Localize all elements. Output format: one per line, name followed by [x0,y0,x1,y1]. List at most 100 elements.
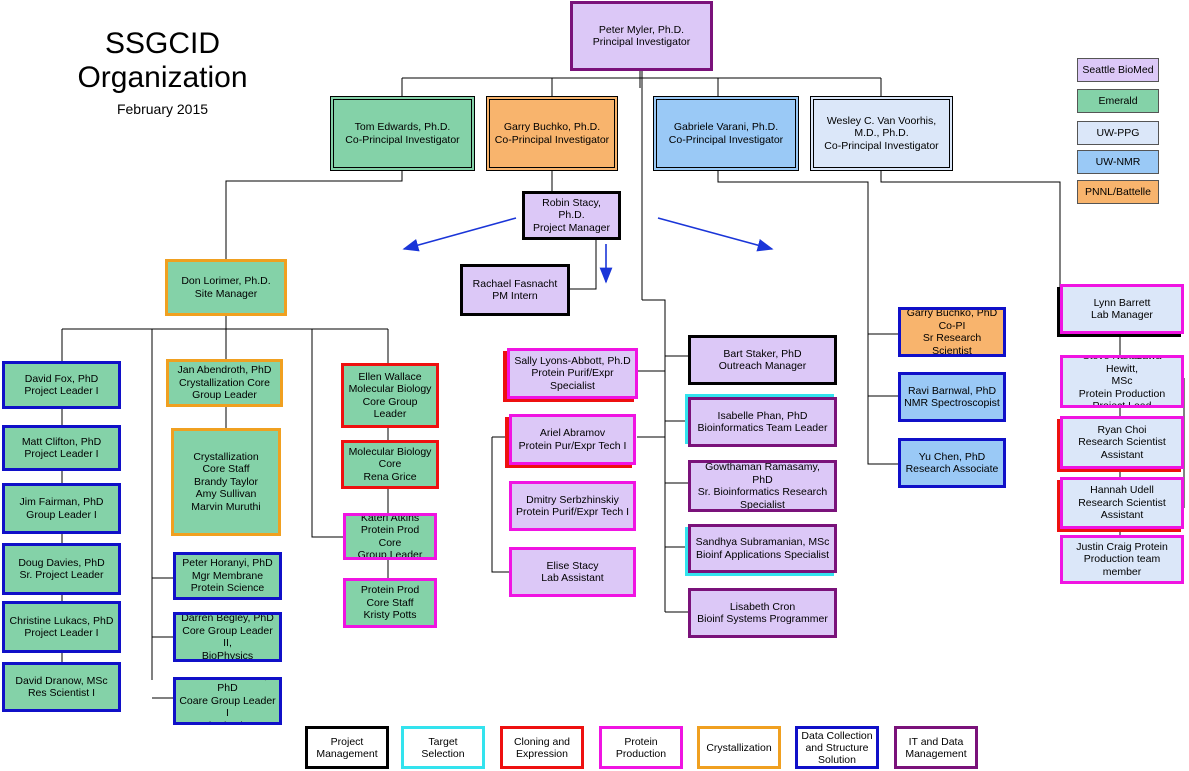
box-text-line: Rachael Fasnacht [472,277,558,290]
box-text-line: Steve Nakazawa Hewitt, [1082,355,1162,375]
box-text-line: NMR Spectroscopist [904,397,1000,409]
box-text-line: Ryan Choi [1097,423,1147,436]
role-legend-item: Cloning and Expression [500,726,584,769]
box-tom-edwards[interactable]: Tom Edwards, Ph.D.Co-Principal Investiga… [330,96,475,171]
box-text-line: Protein Prod [360,584,420,597]
box-text-line: Elise Stacy [546,559,599,572]
box-text-line: Protein Science [190,582,265,595]
box-text-line: Co-Principal Investigator [345,133,460,146]
box-text-line: Kateri Atkins [360,513,420,524]
box-text-line: Lab Assistant [541,572,604,584]
box-garry-buchko-copi[interactable]: Garry Buchko, Ph.D.Co-Principal Investig… [486,96,618,171]
role-legend-item: Project Management [305,726,389,769]
box-text-line: Garry Buchko, Ph.D. [503,121,601,133]
box-text-line: Protein Production [1078,387,1166,400]
box-text-line: Isabelle Phan, PhD [717,409,808,422]
box-text-line: Research Scientist [1078,436,1166,449]
institution-legend-item: UW-NMR [1077,150,1159,174]
box-text-line: M.D., Ph.D. [854,127,909,140]
box-text-line: Rena Grice [363,470,417,483]
title-line-2: Organization [77,61,248,94]
box-text-line: Coare Group Leader I [179,694,276,720]
box-text-line: Bioinf Systems Programmer [697,613,828,625]
box-text-line: Core [378,458,402,471]
box-gabriele-varani[interactable]: Gabriele Varani, Ph.D.Co-Principal Inves… [653,96,799,171]
box-text-line: BioPhysics [202,720,253,722]
box-text-line: Mgr Membrane [191,569,264,582]
box-text-line: Tom Edwards, Ph.D. [354,121,451,133]
box-text-line: Crystallization Core [178,376,271,389]
box-text-line: Project Leader I [24,627,99,639]
box-text-line: Kristy Potts [363,609,417,622]
box-text-line: Marvin Muruthi [191,500,261,513]
box-text-line: Co-PI [938,319,966,332]
box-text-line: Outreach Manager [718,360,807,372]
box-text-line: member [1102,565,1142,578]
box-peter-myler[interactable]: Peter Myler, Ph.D.Principal Investigator [570,1,713,71]
chart-title: SSGCID Organization [60,27,265,95]
box-text-line: Research Associate [905,463,999,475]
box-wesley-van-voorhis[interactable]: Wesley C. Van Voorhis,M.D., Ph.D.Co-Prin… [810,96,953,171]
box-text-line: BioPhysics [201,649,254,662]
box-text-line: Molecular Biology [348,445,432,458]
box-text-line: Peter Myler, Ph.D. [598,23,685,36]
box-text-line: Core Staff [366,596,414,609]
box-text-line: Sally Lyons-Abbott, Ph.D [514,354,631,367]
box-text-line: David Dranow, MSc [15,674,108,687]
box-text-line: Darren Begley, PhD [181,612,274,624]
box-text-line: Protein Purif/Expr Tech I [515,506,630,518]
box-text-line: Specialist [550,379,595,392]
box-text-line: Ellen Wallace [358,370,422,383]
box-text-line: Peter Horanyi, PhD [182,557,273,570]
role-legend-item: Data Collection and Structure Solution [795,726,879,769]
box-text-line: Sandhya Subramanian, MSc [695,536,830,548]
box-text-line: Dmitry Serbzhinskiy [526,493,619,506]
box-don-lorimer[interactable]: Don Lorimer, Ph.D.Site Manager [165,259,287,316]
box-text-line: MSc [1111,375,1133,388]
box-text-line: Group Leader [357,549,423,560]
box-text-line: Crystallization [193,450,259,463]
box-robin-stacy[interactable]: Robin Stacy, Ph.D.Project Manager [522,191,621,240]
box-text-line: Co-Principal Investigator [494,133,610,146]
chart-date: February 2015 [116,101,209,117]
box-text-line: Sr Research Scientist [922,332,982,357]
box-text-line: David Fox, PhD [24,372,99,385]
box-text-line: Research Scientist [1078,496,1166,509]
box-text-line: Lab Manager [1091,309,1153,321]
role-legend-item: Crystallization [697,726,781,769]
box-text-line: Wesley C. Van Voorhis, [826,114,937,127]
